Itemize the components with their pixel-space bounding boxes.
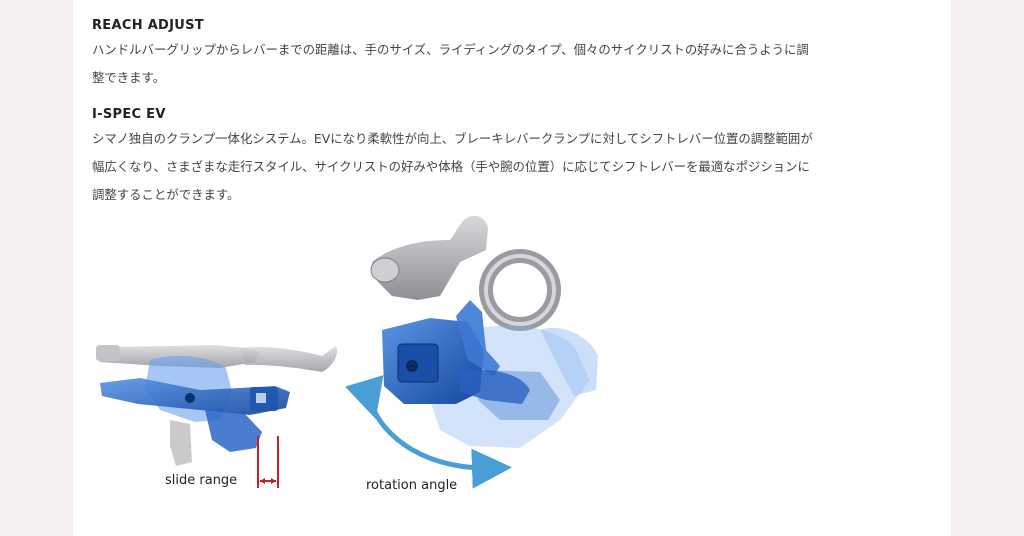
left-lever-illustration [96, 345, 338, 466]
ispec-ev-line-3: 調整することができます。 [92, 187, 240, 202]
reach-adjust-text: ハンドルバーグリップからレバーまでの距離は、手のサイズ、ライディングのタイプ、個… [92, 36, 922, 92]
reach-adjust-line-1: ハンドルバーグリップからレバーまでの距離は、手のサイズ、ライディングのタイプ、個… [92, 42, 809, 57]
rotation-angle-arrow [345, 375, 512, 489]
ispec-ev-line-2: 幅広くなり、さまざまな走行スタイル、サイクリストの好みや体格（手や腕の位置）に応… [92, 159, 810, 174]
ispec-ev-line-1: シマノ独自のクランプ一体化システム。EVになり柔軟性が向上、ブレーキレバークラン… [92, 131, 813, 146]
reach-adjust-heading: REACH ADJUST [92, 18, 204, 33]
ispec-ev-heading: I-SPEC EV [92, 107, 166, 122]
slide-range-caption: slide range [165, 473, 238, 488]
right-lever-illustration [370, 215, 598, 448]
ispec-ev-text: シマノ独自のクランプ一体化システム。EVになり柔軟性が向上、ブレーキレバークラン… [92, 125, 922, 209]
content-card [73, 0, 951, 536]
rotation-angle-caption: rotation angle [366, 478, 458, 493]
reach-adjust-line-2: 整できます。 [92, 70, 166, 85]
slide-range-marker [257, 436, 279, 488]
